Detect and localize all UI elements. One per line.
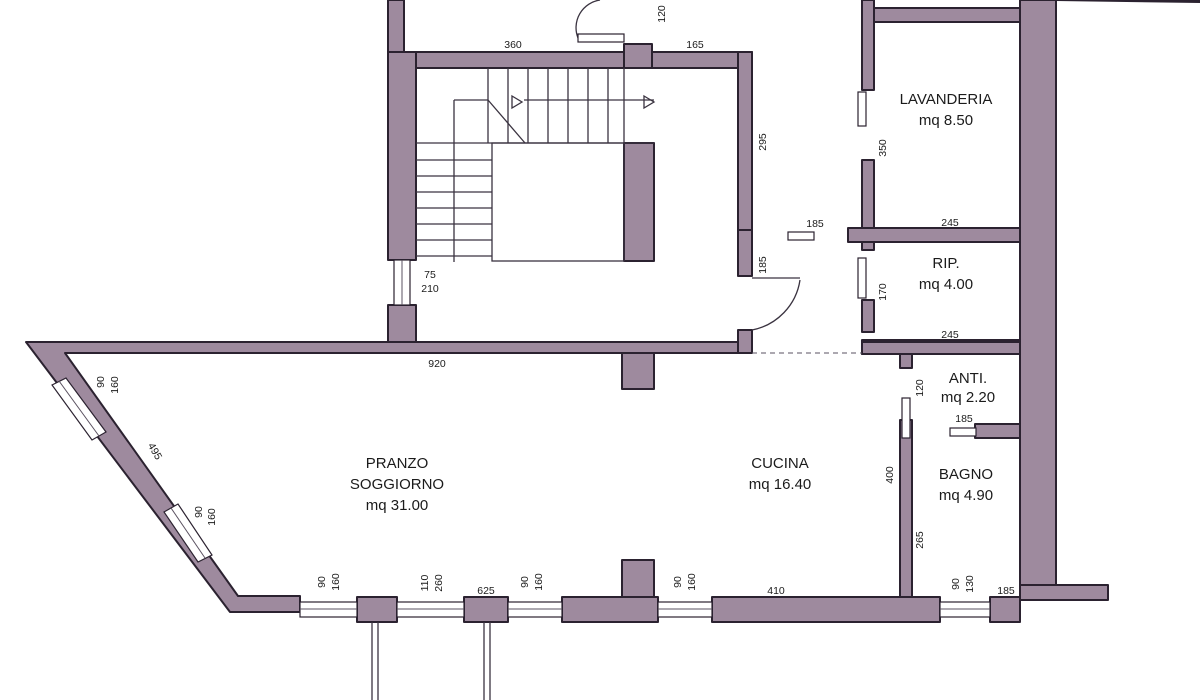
dim-bottom-window1-w: 90	[316, 576, 328, 588]
dim-door-stair-right: 185	[757, 256, 769, 274]
dim-bottom-door-w: 110	[419, 574, 431, 591]
room-pranzo-line1: PRANZO	[366, 455, 429, 472]
dim-stair-top-right: 165	[686, 39, 704, 51]
wall-rip-left-low	[861, 299, 875, 333]
room-pranzo-line2: SOGGIORNO	[350, 476, 444, 493]
room-cucina-name: CUCINA	[751, 455, 809, 472]
walls	[25, 0, 1200, 623]
door-lav-leaf	[857, 91, 867, 127]
stair-arrow-2	[643, 94, 656, 110]
room-pranzo-area: mq 31.00	[366, 497, 429, 514]
dim-lav-height: 350	[877, 139, 889, 157]
dim-rip-width: 245	[941, 329, 959, 341]
room-lavanderia-area: mq 8.50	[919, 112, 973, 129]
wall-bottom-5	[989, 596, 1021, 623]
wall-bottom-3	[561, 596, 659, 623]
room-rip-area: mq 4.00	[919, 276, 973, 293]
dim-door-top: 120	[656, 5, 668, 23]
wall-living-top-right	[861, 341, 1021, 355]
dim-diag-window2-w: 90	[193, 506, 205, 518]
door-top-leaf	[577, 33, 625, 43]
room-bagno-name: BAGNO	[939, 466, 993, 483]
wall-bottom-1	[356, 596, 398, 623]
wall-stair-right-bottom	[737, 329, 753, 354]
wall-top-left-stub	[387, 0, 405, 53]
wall-stair-right-stub	[737, 229, 753, 277]
dim-bagno-bottom: 185	[997, 585, 1015, 597]
door-stair-swing	[751, 279, 801, 331]
kitchen-pillar	[621, 559, 655, 601]
dim-bagno-window-h: 130	[964, 575, 976, 593]
dim-bottom-window1-h: 160	[330, 573, 342, 591]
wall-lav-left-top	[861, 0, 875, 91]
dim-stair-top-left: 360	[504, 39, 522, 51]
wall-rip-left	[861, 241, 875, 251]
dim-rip-height: 170	[877, 283, 889, 301]
doors	[575, 0, 977, 439]
dim-bottom-window2-w: 90	[519, 576, 531, 588]
wall-stair-top-jamb	[623, 43, 653, 69]
stair-well	[491, 142, 625, 262]
room-lavanderia-name: LAVANDERIA	[900, 91, 993, 108]
dim-diag-window1-h: 160	[109, 376, 121, 394]
room-labels: PRANZO SOGGIORNO mq 31.00 CUCINA mq 16.4…	[350, 91, 995, 514]
wall-stair-left	[387, 51, 417, 261]
dim-anti-door: 120	[914, 379, 926, 397]
wall-stair-top-left	[387, 51, 625, 69]
dim-bagno-door: 185	[955, 413, 973, 425]
wall-anti-left	[899, 353, 913, 369]
wall-lav-bottom	[847, 227, 1021, 243]
room-rip-name: RIP.	[932, 255, 959, 272]
dim-lav-width: 245	[941, 217, 959, 229]
wall-bottom-4	[711, 596, 941, 623]
dim-diag-window1-w: 90	[95, 376, 107, 388]
dim-bottom-window2-h: 160	[533, 573, 545, 591]
wall-stair-left-lower	[387, 304, 417, 344]
door-stair-leaf	[787, 231, 815, 241]
room-anti-name: ANTI.	[949, 370, 987, 387]
dim-stair-window-w: 75	[424, 269, 436, 281]
wall-bottom-2	[463, 596, 509, 623]
wall-partition	[899, 419, 913, 601]
wall-right-outer-foot	[1019, 584, 1109, 601]
wall-right-outer-ext	[1055, 0, 1200, 3]
dim-kitchen-height: 400	[884, 466, 896, 484]
door-top-swing	[575, 0, 601, 39]
wall-right-outer	[1019, 0, 1057, 601]
wall-lav-left-mid	[861, 159, 875, 233]
dim-door-stair-width: 185	[806, 218, 824, 230]
dim-bagno-window-w: 90	[950, 578, 962, 590]
windows	[51, 259, 991, 700]
wall-living-outer	[25, 341, 739, 613]
dim-bottom-window3-w: 90	[672, 576, 684, 588]
dim-living-top: 920	[428, 358, 446, 370]
dim-bottom-window3-h: 160	[686, 573, 698, 591]
dim-bottom-door-h: 260	[433, 574, 445, 592]
dim-diag-window2-h: 160	[206, 508, 218, 526]
living-pillar	[621, 352, 655, 390]
door-anti-leaf	[901, 397, 911, 439]
dim-kitchen-bottom: 410	[767, 585, 785, 597]
room-bagno-area: mq 4.90	[939, 487, 993, 504]
dim-bagno-height: 265	[914, 531, 926, 549]
dim-bottom-span: 625	[477, 585, 495, 597]
wall-bagno-divider	[974, 423, 1021, 439]
wall-stair-right	[737, 51, 753, 231]
door-rip-leaf	[857, 257, 867, 299]
stair-core-column	[623, 142, 655, 262]
stair-arrow-1	[511, 94, 524, 110]
dimension-labels: 360 165 120 295 185 185 75 210 350 245 1…	[95, 5, 1015, 597]
room-cucina-area: mq 16.40	[749, 476, 812, 493]
door-bagno-leaf	[949, 427, 977, 437]
dim-stair-right-wall: 295	[757, 133, 769, 151]
dim-stair-window-h: 210	[421, 283, 439, 295]
dim-diag-wall: 495	[145, 441, 164, 462]
wall-lav-top	[861, 7, 1021, 23]
staircase	[416, 68, 656, 262]
room-anti-area: mq 2.20	[941, 389, 995, 406]
